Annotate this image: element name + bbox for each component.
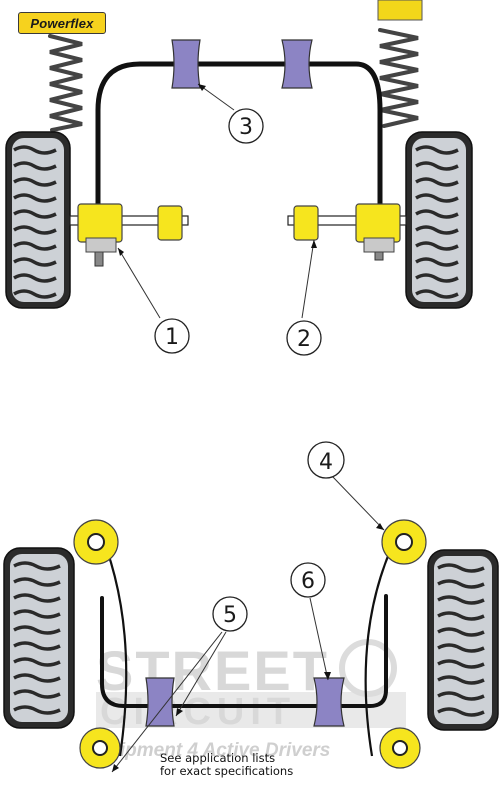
front-left-arm	[69, 215, 189, 226]
svg-text:4: 4	[319, 450, 333, 475]
bush-4-left-top	[73, 519, 119, 565]
bush-1-left-outer	[157, 205, 183, 241]
bush-3-right	[281, 39, 313, 89]
bush-6-right	[313, 677, 345, 727]
callout-4: 4	[307, 441, 345, 479]
front-right-tyre	[405, 131, 473, 309]
svg-text:1: 1	[165, 325, 179, 350]
callout-3: 3	[228, 108, 264, 144]
svg-text:Equipment 4 Active Drivers: Equipment 4 Active Drivers	[84, 740, 330, 761]
leader-2	[301, 239, 315, 319]
leader-6	[309, 597, 329, 681]
front-left-tyre	[5, 131, 71, 309]
front-right-spring	[377, 0, 423, 128]
callout-1: 1	[154, 318, 190, 354]
bush-6-left	[145, 677, 175, 727]
bush-4-right-top	[381, 519, 427, 565]
svg-text:STREET: STREET	[96, 639, 329, 702]
bush-5-left-bottom	[79, 727, 121, 769]
callout-6: 6	[290, 562, 326, 598]
note-line-2: for exact specifications	[160, 764, 294, 778]
bush-3-left	[171, 39, 201, 89]
callout-5: 5	[212, 596, 248, 632]
leader-4	[331, 475, 385, 531]
svg-text:5: 5	[223, 603, 237, 628]
bush-2-right-outer	[293, 205, 319, 241]
bush-1-left-inner	[77, 203, 123, 253]
leader-1	[117, 247, 161, 319]
svg-text:CIRCUIT: CIRCUIT	[100, 691, 296, 733]
rear-left-tyre	[3, 547, 75, 729]
front-anti-roll-bar	[95, 61, 383, 218]
logo-text: Powerflex	[30, 15, 94, 31]
svg-text:2: 2	[297, 327, 311, 352]
leader-5b	[175, 631, 227, 717]
callout-2: 2	[286, 320, 322, 356]
application-note: See application lists for exact specific…	[160, 752, 400, 778]
rear-anti-roll-bar	[100, 594, 388, 708]
front-left-spring	[47, 21, 83, 132]
svg-text:3: 3	[239, 115, 253, 140]
svg-text:6: 6	[301, 569, 315, 594]
bush-5-right-bottom	[379, 727, 421, 769]
bush-2-right-inner	[355, 203, 401, 253]
note-line-1: See application lists	[160, 751, 276, 765]
front-right-arm	[287, 215, 407, 226]
watermark: STREET CIRCUIT Equipment 4 Active Driver…	[84, 639, 406, 761]
rear-right-tyre	[427, 549, 499, 731]
powerflex-logo: Powerflex	[18, 12, 106, 34]
leader-5a	[111, 631, 223, 773]
